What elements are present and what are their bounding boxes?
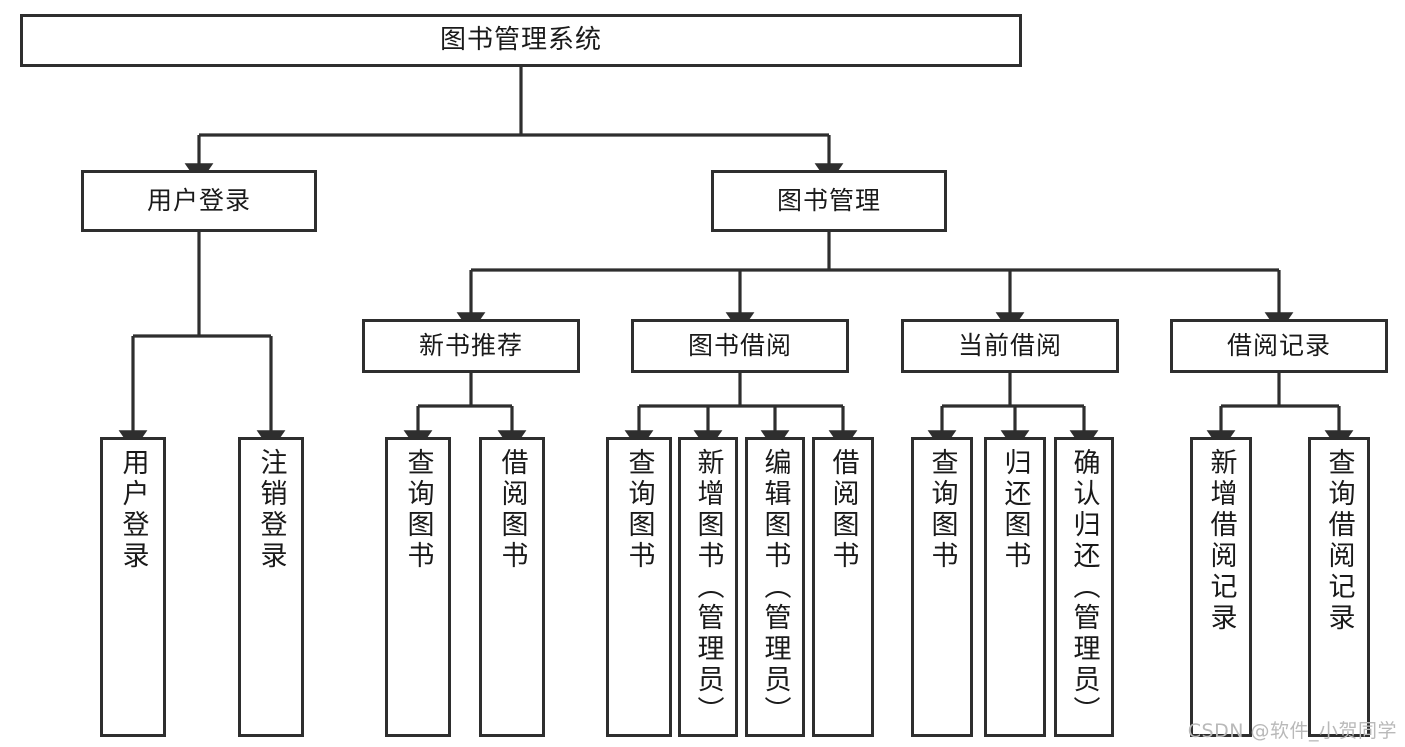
leaf-query-borrow-record[interactable]: 查询借阅记录 xyxy=(1308,437,1370,737)
node-new-book-recommend[interactable]: 新书推荐 xyxy=(362,319,580,373)
leaf-query-book-current[interactable]: 查询图书 xyxy=(911,437,973,737)
node-root[interactable]: 图书管理系统 xyxy=(20,14,1022,67)
leaf-user-login[interactable]: 用户登录 xyxy=(100,437,166,737)
node-current-borrow-label: 当前借阅 xyxy=(957,331,1062,361)
leaf-return-book-label: 归还图书 xyxy=(999,448,1031,572)
leaf-borrow-book-recommend[interactable]: 借阅图书 xyxy=(479,437,545,737)
node-borrow-record-label: 借阅记录 xyxy=(1226,331,1331,361)
leaf-user-login-label: 用户登录 xyxy=(117,448,149,572)
node-root-label: 图书管理系统 xyxy=(439,25,602,56)
leaf-add-borrow-record-label: 新增借阅记录 xyxy=(1205,448,1237,634)
node-book-management[interactable]: 图书管理 xyxy=(711,170,947,232)
node-user-login[interactable]: 用户登录 xyxy=(81,170,317,232)
node-book-borrow-label: 图书借阅 xyxy=(687,331,792,361)
leaf-edit-book-admin[interactable]: 编辑图书（管理员） xyxy=(745,437,805,737)
node-book-borrow[interactable]: 图书借阅 xyxy=(631,319,849,373)
node-user-login-label: 用户登录 xyxy=(146,186,251,216)
leaf-borrow-book-label: 借阅图书 xyxy=(827,448,859,572)
node-borrow-record[interactable]: 借阅记录 xyxy=(1170,319,1388,373)
leaf-query-borrow-record-label: 查询借阅记录 xyxy=(1323,448,1355,634)
leaf-add-book-admin-label: 新增图书（管理员） xyxy=(692,448,724,727)
leaf-logout[interactable]: 注销登录 xyxy=(238,437,304,737)
leaf-borrow-book-recommend-label: 借阅图书 xyxy=(496,448,528,572)
leaf-return-book[interactable]: 归还图书 xyxy=(984,437,1046,737)
node-current-borrow[interactable]: 当前借阅 xyxy=(901,319,1119,373)
leaf-query-book-recommend[interactable]: 查询图书 xyxy=(385,437,451,737)
leaf-add-book-admin[interactable]: 新增图书（管理员） xyxy=(678,437,738,737)
leaf-borrow-book[interactable]: 借阅图书 xyxy=(812,437,874,737)
leaf-query-book-current-label: 查询图书 xyxy=(926,448,958,572)
leaf-query-book-borrow-label: 查询图书 xyxy=(623,448,655,572)
leaf-logout-label: 注销登录 xyxy=(255,448,287,572)
leaf-query-book-borrow[interactable]: 查询图书 xyxy=(606,437,672,737)
leaf-query-book-recommend-label: 查询图书 xyxy=(402,448,434,572)
watermark: CSDN @软件_小贺同学 xyxy=(1187,720,1397,742)
leaf-add-borrow-record[interactable]: 新增借阅记录 xyxy=(1190,437,1252,737)
node-new-book-recommend-label: 新书推荐 xyxy=(418,331,523,361)
leaf-confirm-return-admin[interactable]: 确认归还（管理员） xyxy=(1054,437,1114,737)
node-book-management-label: 图书管理 xyxy=(776,186,881,216)
leaf-confirm-return-admin-label: 确认归还（管理员） xyxy=(1068,448,1100,727)
leaf-edit-book-admin-label: 编辑图书（管理员） xyxy=(759,448,791,727)
